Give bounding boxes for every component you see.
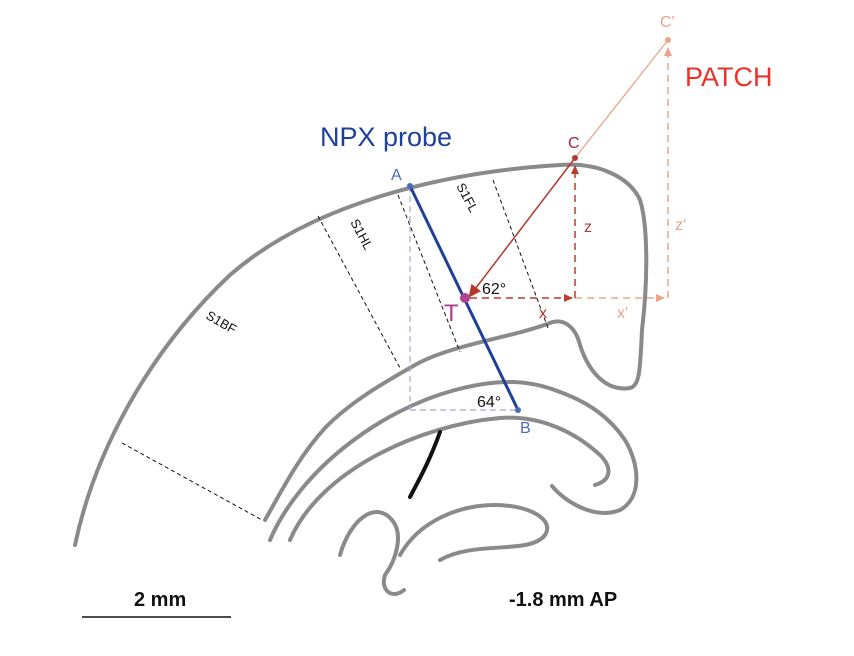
patch-title: PATCH	[685, 62, 773, 92]
region-s1bf-label: S1BF	[204, 308, 240, 337]
point-c-prime-marker	[665, 37, 671, 43]
region-boundaries	[121, 179, 549, 521]
patch-far-geometry	[574, 39, 672, 302]
black-fiber-tract	[408, 430, 442, 499]
boundary-s1bf-s1hl	[317, 215, 401, 369]
patch-far-line	[574, 39, 669, 159]
point-a-label: A	[391, 167, 402, 184]
ventral-lobe	[398, 503, 549, 562]
point-b-label: B	[520, 420, 531, 437]
angle-64-label: 64°	[477, 394, 501, 411]
patch-pipette-line	[468, 157, 576, 298]
ventral-structure	[338, 510, 406, 596]
white-matter-boundary	[268, 379, 639, 542]
point-a-marker	[407, 183, 413, 189]
patch-near-geometry	[468, 157, 579, 302]
scale-bar-label: 2 mm	[134, 589, 186, 611]
point-c-label: C	[568, 135, 580, 152]
cortex-outer-surface	[73, 162, 649, 547]
region-s1hl-label: S1HL	[347, 216, 376, 252]
boundary-s1bf-ventral	[121, 442, 263, 521]
angle-62-label: 62°	[482, 281, 506, 298]
ap-position-label: -1.8 mm AP	[509, 589, 617, 611]
x-prime-label: x'	[617, 305, 628, 322]
z-prime-label: z'	[675, 217, 686, 234]
npx-probe-title: NPX probe	[320, 122, 452, 152]
x-label: x	[539, 305, 547, 322]
point-c-prime-label: C'	[660, 14, 675, 31]
probe-angle-helpers	[409, 186, 518, 411]
hippocampus-curve	[288, 415, 611, 542]
boundary-s1fl-lateral	[492, 179, 549, 329]
boundary-s1hl-s1fl	[397, 194, 461, 353]
point-c-marker	[572, 155, 578, 161]
target-label: T	[444, 300, 459, 327]
region-s1fl-label: S1FL	[453, 180, 481, 214]
brain-outline	[73, 162, 649, 596]
z-label: z	[584, 219, 592, 236]
target-point-marker	[460, 293, 470, 303]
point-b-marker	[515, 407, 521, 413]
